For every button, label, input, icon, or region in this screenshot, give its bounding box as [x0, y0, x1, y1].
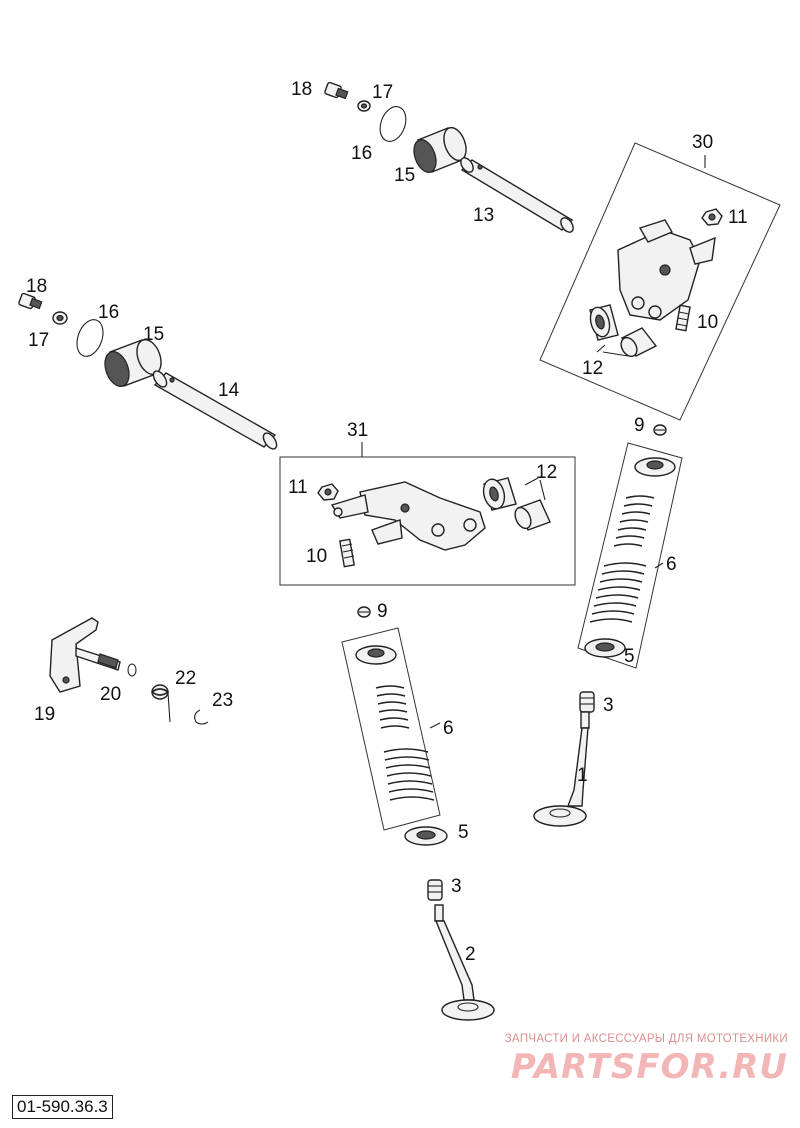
cotter-9-right[interactable]: [653, 424, 667, 436]
decompression-shaft-19[interactable]: [49, 617, 121, 693]
label-17-upper: 17: [372, 82, 393, 103]
shaft-14[interactable]: [151, 369, 280, 451]
washer-17-lower[interactable]: [52, 311, 68, 325]
label-14: 14: [218, 380, 240, 401]
inner-spring-right[interactable]: [613, 495, 655, 547]
label-6-right: 6: [666, 554, 677, 575]
label-19: 19: [34, 704, 55, 725]
label-31: 31: [347, 420, 368, 441]
valve-seal-3-left[interactable]: [427, 879, 443, 901]
label-9-left: 9: [377, 601, 388, 622]
label-2: 2: [465, 944, 476, 965]
decompressor-assembly: [49, 617, 209, 725]
valve-2[interactable]: [434, 904, 495, 1021]
label-30: 30: [692, 132, 713, 153]
label-5-right: 5: [624, 646, 635, 667]
oring-16-lower[interactable]: [72, 316, 108, 360]
nut-11-upper[interactable]: [701, 208, 723, 226]
bolt-18-lower[interactable]: [18, 292, 43, 310]
label-18-lower: 18: [26, 276, 47, 297]
outer-spring-left[interactable]: [383, 748, 435, 801]
label-22: 22: [175, 668, 196, 689]
oring-20[interactable]: [127, 663, 137, 677]
label-12-upper: 12: [582, 358, 603, 379]
label-11-lower: 11: [288, 477, 308, 498]
label-1: 1: [577, 765, 588, 786]
outer-spring-right[interactable]: [589, 562, 647, 623]
bushing-15-lower[interactable]: [101, 336, 166, 389]
label-9-right: 9: [634, 415, 645, 436]
bushing-15-upper[interactable]: [410, 125, 470, 176]
label-15-upper: 15: [394, 165, 415, 186]
circlip-23[interactable]: [194, 709, 209, 725]
label-12-lower: 12: [536, 462, 557, 483]
label-17-lower: 17: [28, 330, 49, 351]
valve-spring-set-right[interactable]: [533, 424, 683, 827]
oring-16-upper[interactable]: [376, 103, 411, 145]
label-18-upper: 18: [291, 79, 312, 100]
spring-22[interactable]: [151, 684, 171, 723]
bolt-10-upper[interactable]: [675, 304, 691, 332]
roller-12-lower[interactable]: [480, 477, 517, 511]
label-20: 20: [100, 684, 121, 705]
valve-seal-3-right[interactable]: [579, 691, 595, 713]
valve-1[interactable]: [533, 711, 590, 827]
label-23: 23: [212, 690, 233, 711]
label-11-upper: 11: [728, 207, 748, 228]
shaft-13[interactable]: [458, 156, 575, 235]
nut-11-lower[interactable]: [317, 483, 339, 501]
callout-labels: 18 17 16 15 13 30 11 10 12 18 17 16 15 1…: [26, 79, 748, 965]
rocker-arm-lower[interactable]: [330, 481, 486, 551]
label-5-left: 5: [458, 822, 469, 843]
spring-retainer-left[interactable]: [355, 645, 397, 665]
label-3-left: 3: [451, 876, 462, 897]
label-16-upper: 16: [351, 143, 372, 164]
cotter-9-left[interactable]: [357, 606, 371, 618]
pin-12-upper[interactable]: [618, 327, 658, 359]
valve-spring-set-left[interactable]: [341, 606, 495, 1021]
label-10-upper: 10: [697, 312, 718, 333]
label-10-lower: 10: [306, 546, 327, 567]
pin-12-lower[interactable]: [512, 499, 551, 531]
spring-retainer-right[interactable]: [634, 457, 676, 477]
bolt-10-lower[interactable]: [339, 538, 355, 568]
roller-12-upper[interactable]: [587, 304, 619, 341]
watermark: ЗАПЧАСТИ И АКСЕССУАРЫ ДЛЯ МОТОТЕХНИКИ PA…: [488, 1033, 788, 1087]
washer-17-upper[interactable]: [357, 100, 371, 112]
label-13: 13: [473, 205, 494, 226]
document-code: 01-590.36.3: [12, 1095, 113, 1119]
label-6-left: 6: [443, 718, 454, 739]
label-16-lower: 16: [98, 302, 119, 323]
label-15-lower: 15: [143, 324, 164, 345]
bolt-18-upper[interactable]: [324, 81, 349, 100]
watermark-tagline: ЗАПЧАСТИ И АКСЕССУАРЫ ДЛЯ МОТОТЕХНИКИ: [504, 1033, 788, 1045]
rocker-arm-upper[interactable]: [617, 219, 716, 321]
watermark-brand: PARTSFOR.RU: [510, 1047, 788, 1087]
spring-seat-5-right[interactable]: [584, 638, 626, 658]
upper-shaft-assembly: [324, 81, 575, 235]
spring-seat-5-left[interactable]: [404, 826, 448, 846]
rocker-kit-30[interactable]: [539, 142, 781, 421]
inner-spring-left[interactable]: [375, 685, 410, 729]
label-3-right: 3: [603, 695, 614, 716]
lower-shaft-assembly: [18, 292, 280, 451]
rocker-kit-31[interactable]: [279, 442, 576, 586]
